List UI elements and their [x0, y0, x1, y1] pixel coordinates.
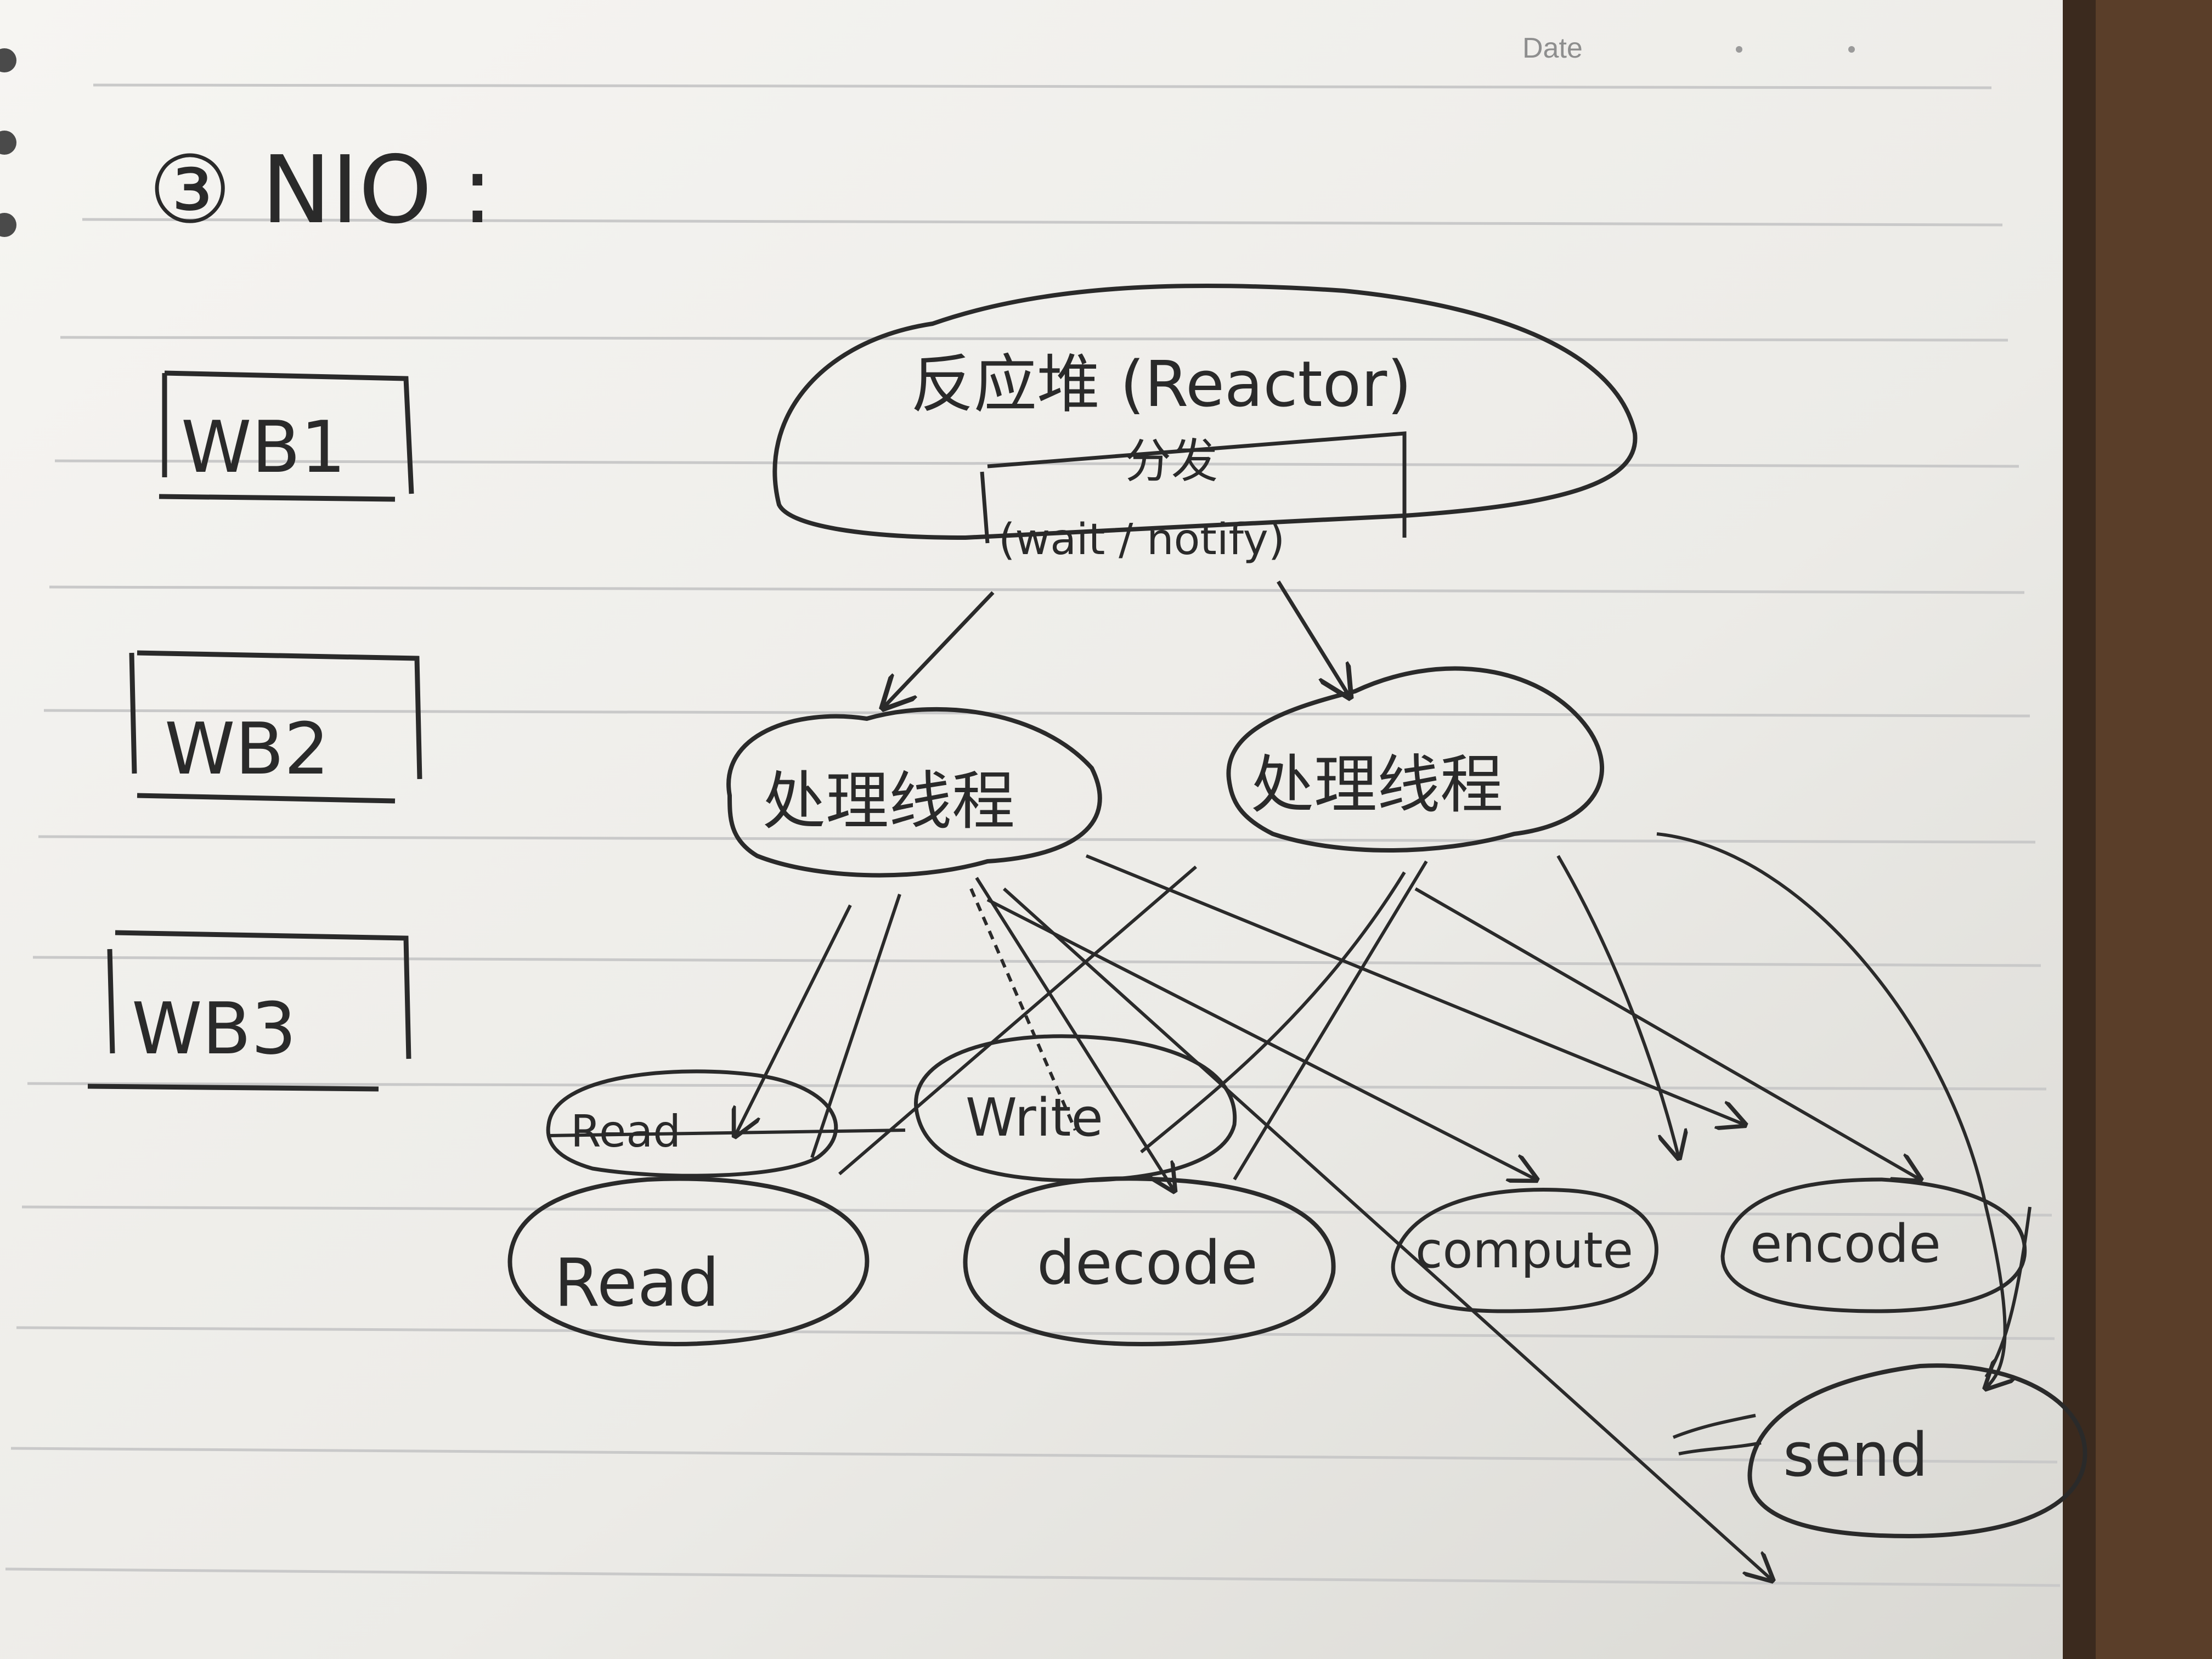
svg-text:compute: compute — [1415, 1222, 1633, 1279]
svg-text:decode: decode — [1037, 1228, 1258, 1298]
task-decode: decode — [963, 1176, 1336, 1347]
svg-text:send: send — [1783, 1420, 1928, 1490]
svg-text:WB1: WB1 — [181, 405, 346, 489]
side-label-wb3: WB3 — [87, 930, 411, 1092]
svg-text:处理线程: 处理线程 — [763, 765, 1015, 838]
page-title: ③ NIO : — [148, 136, 493, 245]
ring-holes — [0, 48, 16, 237]
task-arrows — [735, 832, 2032, 1580]
task-encode: encode — [1720, 1177, 2027, 1313]
reactor-arrows — [883, 580, 1350, 708]
reactor-node: 反应堆 (Reactor) 分发 (wait / notify) — [772, 283, 1638, 565]
task-read: Read — [507, 1176, 870, 1347]
side-label-wb2: WB2 — [129, 650, 422, 804]
handler-node-left: 处理线程 — [726, 707, 1102, 878]
side-label-wb1: WB1 — [159, 370, 414, 502]
task-compute: compute — [1391, 1188, 1658, 1313]
handler-node-right: 处理线程 — [1226, 666, 1604, 853]
task-read-top: Read — [546, 1069, 906, 1178]
svg-text:处理线程: 处理线程 — [1251, 748, 1503, 822]
ruled-lines — [5, 83, 2061, 1587]
date-label: Date — [1522, 32, 1583, 64]
svg-text:WB2: WB2 — [165, 707, 329, 791]
svg-text:Write: Write — [966, 1088, 1103, 1148]
svg-text:(wait / notify): (wait / notify) — [998, 515, 1285, 565]
svg-text:encode: encode — [1750, 1214, 1941, 1274]
task-write: Write — [914, 1034, 1237, 1183]
date-dots — [1736, 46, 1855, 53]
svg-text:Read: Read — [554, 1245, 720, 1322]
svg-text:分发: 分发 — [1125, 435, 1218, 489]
desk-wood-strip — [2096, 0, 2212, 1659]
svg-text:WB3: WB3 — [132, 987, 296, 1070]
task-send: send — [1747, 1363, 2087, 1539]
svg-text:Read: Read — [571, 1106, 681, 1157]
notebook-page — [0, 0, 2063, 1659]
svg-text:反应堆 (Reactor): 反应堆 (Reactor) — [911, 348, 1412, 421]
